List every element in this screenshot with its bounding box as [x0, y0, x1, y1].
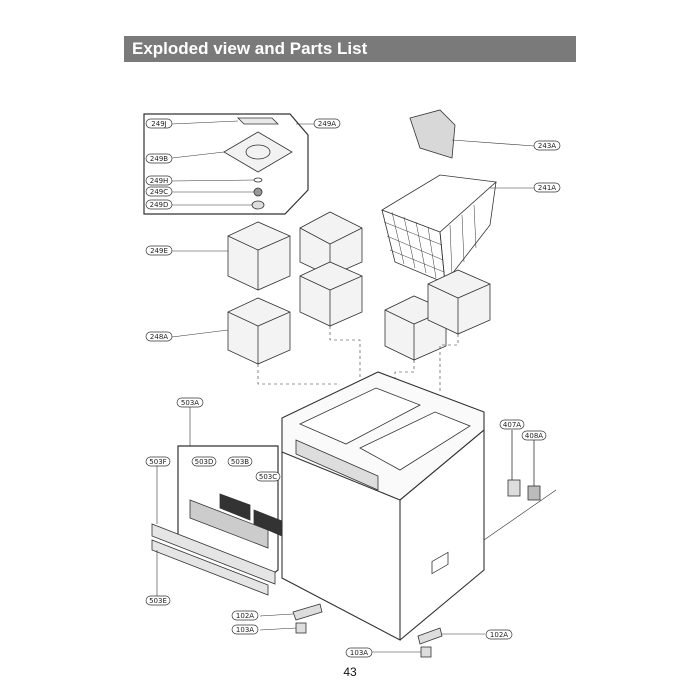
callout-249H: 249H: [145, 175, 173, 186]
svg-text:503F: 503F: [149, 458, 166, 466]
section-title: Exploded view and Parts List: [132, 39, 368, 58]
section-title-banner: Exploded view and Parts List: [124, 36, 576, 62]
page-number: 43: [343, 665, 357, 679]
callout-102A-right: 102A: [485, 629, 513, 640]
callout-249E: 249E: [145, 245, 173, 256]
svg-text:503A: 503A: [181, 399, 199, 407]
svg-text:102A: 102A: [490, 631, 508, 639]
svg-text:408A: 408A: [525, 432, 543, 440]
callout-503D: 503D: [191, 456, 217, 467]
callout-407A: 407A: [499, 419, 525, 430]
svg-text:249H: 249H: [150, 177, 169, 185]
callout-503F: 503F: [145, 456, 171, 467]
svg-text:249B: 249B: [150, 155, 168, 163]
callout-249B: 249B: [145, 153, 173, 164]
svg-text:249J: 249J: [151, 120, 166, 128]
callout-503B: 503B: [227, 456, 253, 467]
callout-249D: 249D: [145, 199, 173, 210]
callout-408A: 408A: [521, 430, 547, 441]
svg-text:249D: 249D: [150, 201, 169, 209]
svg-text:102A: 102A: [236, 612, 254, 620]
callout-249A: 249A: [313, 118, 341, 129]
svg-text:407A: 407A: [503, 421, 521, 429]
callout-503C: 503C: [255, 471, 281, 482]
callout-249J: 249J: [145, 118, 173, 129]
svg-text:503D: 503D: [195, 458, 214, 466]
svg-text:243A: 243A: [538, 142, 556, 150]
svg-text:241A: 241A: [538, 184, 556, 192]
svg-text:503C: 503C: [259, 473, 277, 481]
callout-102A-left: 102A: [231, 610, 259, 621]
svg-text:249C: 249C: [150, 188, 168, 196]
callout-503A: 503A: [176, 397, 204, 408]
callout-249C: 249C: [145, 186, 173, 197]
svg-text:503B: 503B: [231, 458, 249, 466]
callout-243A: 243A: [533, 140, 561, 151]
callout-503E: 503E: [145, 595, 171, 606]
callout-103A-left: 103A: [231, 624, 259, 635]
svg-text:249A: 249A: [318, 120, 336, 128]
svg-text:249E: 249E: [150, 247, 168, 255]
svg-text:103A: 103A: [236, 626, 254, 634]
callout-103A-right: 103A: [345, 647, 373, 658]
callout-248A: 248A: [145, 331, 173, 342]
callout-241A: 241A: [533, 182, 561, 193]
svg-text:103A: 103A: [350, 649, 368, 657]
svg-text:503E: 503E: [149, 597, 167, 605]
svg-text:248A: 248A: [150, 333, 168, 341]
